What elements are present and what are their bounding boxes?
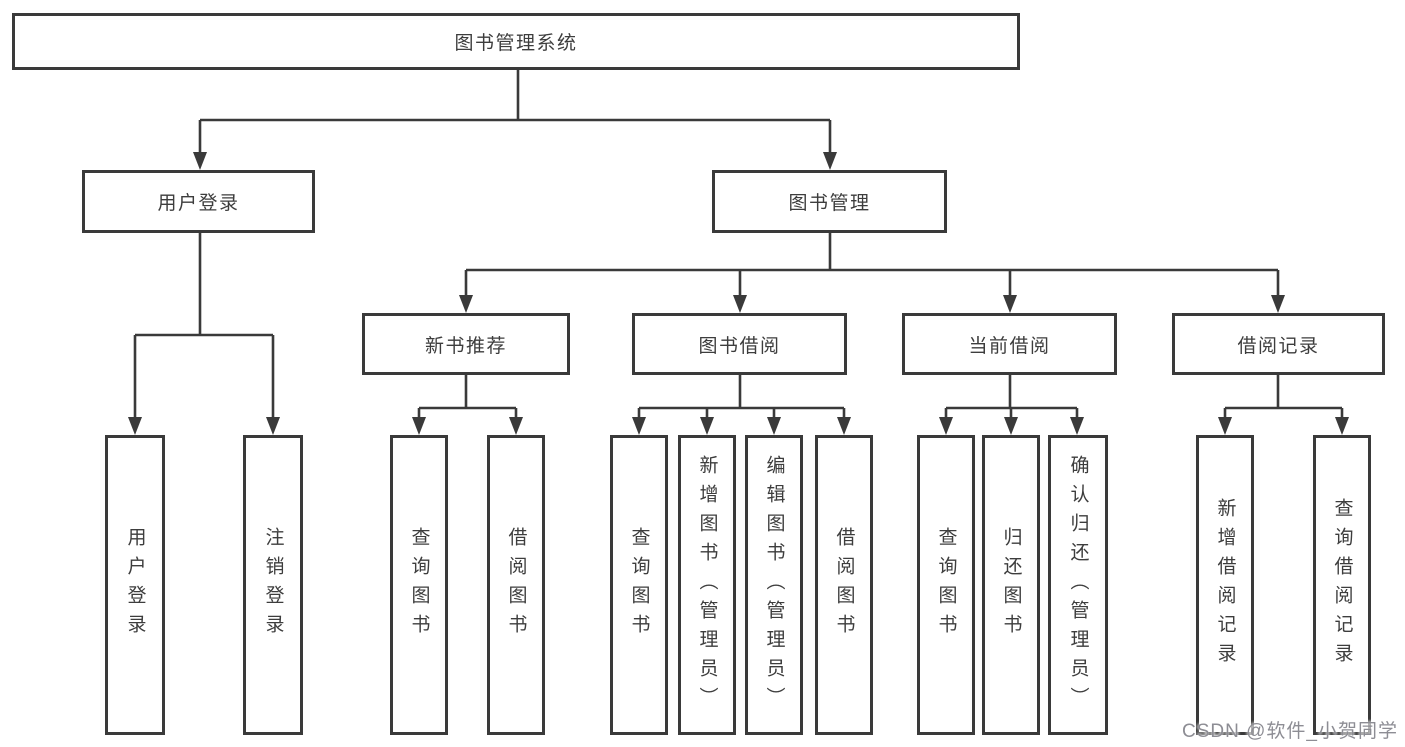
- node-borrowing-records: 借阅记录: [1172, 313, 1385, 375]
- leaf-add-books-admin: 新增图书（管理员）: [678, 435, 736, 735]
- arrowhead: [1271, 295, 1285, 313]
- arrowhead: [1003, 295, 1017, 313]
- node-library-system: 图书管理系统: [12, 13, 1020, 70]
- leaf-add-borrow-record: 新增借阅记录: [1196, 435, 1254, 735]
- node-current-borrowing: 当前借阅: [902, 313, 1117, 375]
- arrowhead: [733, 295, 747, 313]
- arrowhead: [459, 295, 473, 313]
- arrowhead: [837, 417, 851, 435]
- arrowhead: [1070, 417, 1084, 435]
- arrowhead: [128, 417, 142, 435]
- leaf-query-books-current: 查询图书: [917, 435, 975, 735]
- arrowhead: [1004, 417, 1018, 435]
- arrowhead: [193, 152, 207, 170]
- arrowhead: [1218, 417, 1232, 435]
- arrowhead: [266, 417, 280, 435]
- arrowhead: [509, 417, 523, 435]
- leaf-borrow-books: 借阅图书: [815, 435, 873, 735]
- node-book-borrowing: 图书借阅: [632, 313, 847, 375]
- node-book-management: 图书管理: [712, 170, 947, 233]
- arrowhead: [632, 417, 646, 435]
- leaf-user-login: 用户登录: [105, 435, 165, 735]
- leaf-confirm-return-admin: 确认归还（管理员）: [1048, 435, 1108, 735]
- node-new-book-recommend: 新书推荐: [362, 313, 570, 375]
- leaf-query-borrow-record: 查询借阅记录: [1313, 435, 1371, 735]
- leaf-query-books-recommend: 查询图书: [390, 435, 448, 735]
- leaf-edit-books-admin: 编辑图书（管理员）: [745, 435, 803, 735]
- arrowhead: [1335, 417, 1349, 435]
- leaf-query-books-borrowing: 查询图书: [610, 435, 668, 735]
- leaf-borrow-books-recommend: 借阅图书: [487, 435, 545, 735]
- arrowhead: [767, 417, 781, 435]
- arrowhead: [700, 417, 714, 435]
- leaf-return-books: 归还图书: [982, 435, 1040, 735]
- leaf-logout: 注销登录: [243, 435, 303, 735]
- csdn-watermark: CSDN @软件_小贺同学: [1182, 721, 1398, 742]
- arrowhead: [939, 417, 953, 435]
- arrowhead: [823, 152, 837, 170]
- arrowhead: [412, 417, 426, 435]
- node-user-login: 用户登录: [82, 170, 315, 233]
